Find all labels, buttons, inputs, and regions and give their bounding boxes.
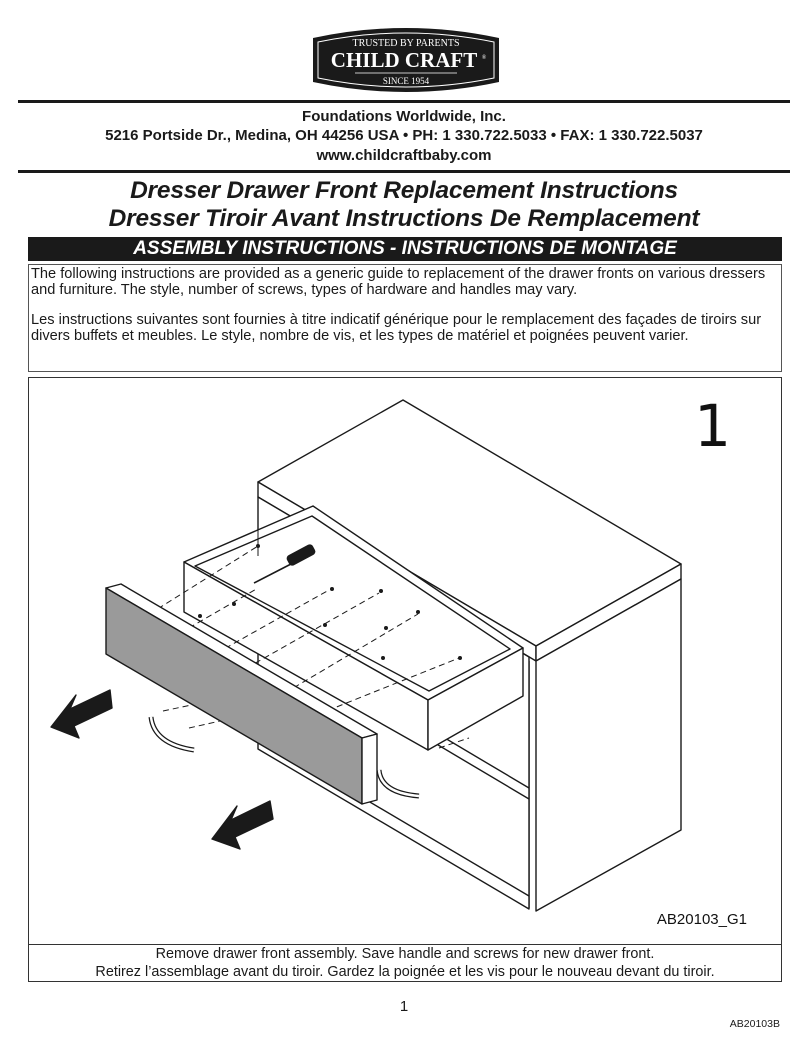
logo-brand: CHILD CRAFT xyxy=(331,48,477,72)
arrow-left-lower xyxy=(211,800,274,850)
dresser-side-panel xyxy=(535,578,682,912)
header-bottom-rule xyxy=(18,170,790,173)
intro-english: The following instructions are provided … xyxy=(31,266,766,298)
logo-bottom-text: SINCE 1954 xyxy=(383,76,430,86)
document-code: AB20103B xyxy=(729,1018,780,1030)
figure-panel: 1 AB20103_G1 xyxy=(28,377,782,945)
logo-trademark: ® xyxy=(482,54,487,61)
dresser-illustration xyxy=(50,399,682,912)
header-top-rule xyxy=(18,100,790,103)
assembly-banner: ASSEMBLY INSTRUCTIONS - INSTRUCTIONS DE … xyxy=(28,237,782,261)
company-address: 5216 Portside Dr., Medina, OH 44256 USA … xyxy=(105,127,703,144)
intro-french: Les instructions suivantes sont fournies… xyxy=(31,312,762,344)
title-english: Dresser Drawer Front Replacement Instruc… xyxy=(130,177,678,204)
page-number: 1 xyxy=(399,998,409,1015)
caption-french: Retirez l’assemblage avant du tiroir. Ga… xyxy=(95,964,715,980)
caption-english: Remove drawer front assembly. Save handl… xyxy=(155,946,655,962)
caption-box: Remove drawer front assembly. Save handl… xyxy=(28,944,782,982)
title-french: Dresser Tiroir Avant Instructions De Rem… xyxy=(108,205,700,232)
logo-top-text: TRUSTED BY PARENTS xyxy=(352,38,459,49)
figure-code: AB20103_G1 xyxy=(656,911,747,928)
child-craft-logo: TRUSTED BY PARENTS CHILD CRAFT ® SINCE 1… xyxy=(313,28,499,92)
drawer-box-side xyxy=(427,647,524,751)
drawer-front-panel-edge xyxy=(361,733,378,805)
arrow-left-upper xyxy=(50,689,113,739)
intro-box: The following instructions are provided … xyxy=(28,264,782,372)
company-name: Foundations Worldwide, Inc. xyxy=(302,108,506,125)
step-number: 1 xyxy=(694,392,731,460)
company-website: www.childcraftbaby.com xyxy=(316,147,492,164)
drawer-box-inner xyxy=(194,515,511,692)
